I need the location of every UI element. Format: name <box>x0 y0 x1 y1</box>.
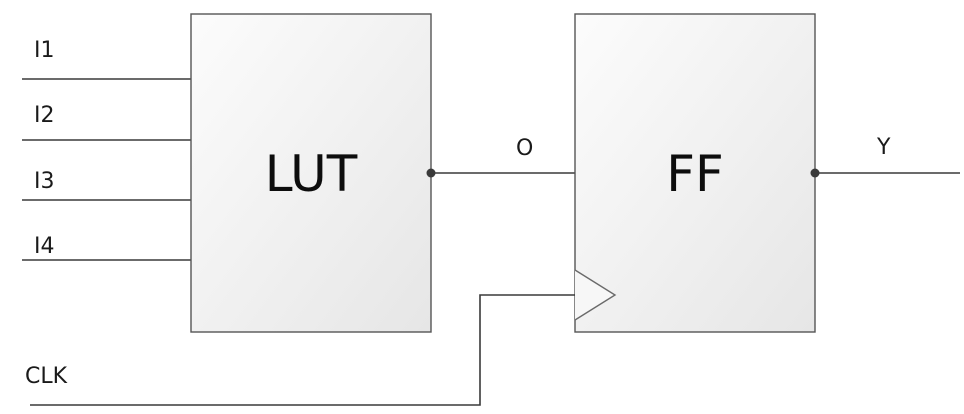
input-label-i2: I2 <box>34 103 55 128</box>
intermediate-label-o: O <box>516 136 533 161</box>
input-label-i1: I1 <box>34 38 55 63</box>
lut-output-pin <box>426 168 436 178</box>
lut-block <box>190 13 432 333</box>
output-label-y: Y <box>876 135 891 160</box>
ff-block <box>574 13 816 333</box>
input-label-i4: I4 <box>34 234 55 259</box>
input-label-i3: I3 <box>34 169 55 194</box>
lut-label: LUT <box>265 145 358 203</box>
clock-label: CLK <box>25 364 68 389</box>
clock-input-triangle <box>574 269 617 321</box>
ff-output-pin <box>810 168 820 178</box>
clock-wire <box>30 294 575 406</box>
ff-label: FF <box>666 145 724 203</box>
